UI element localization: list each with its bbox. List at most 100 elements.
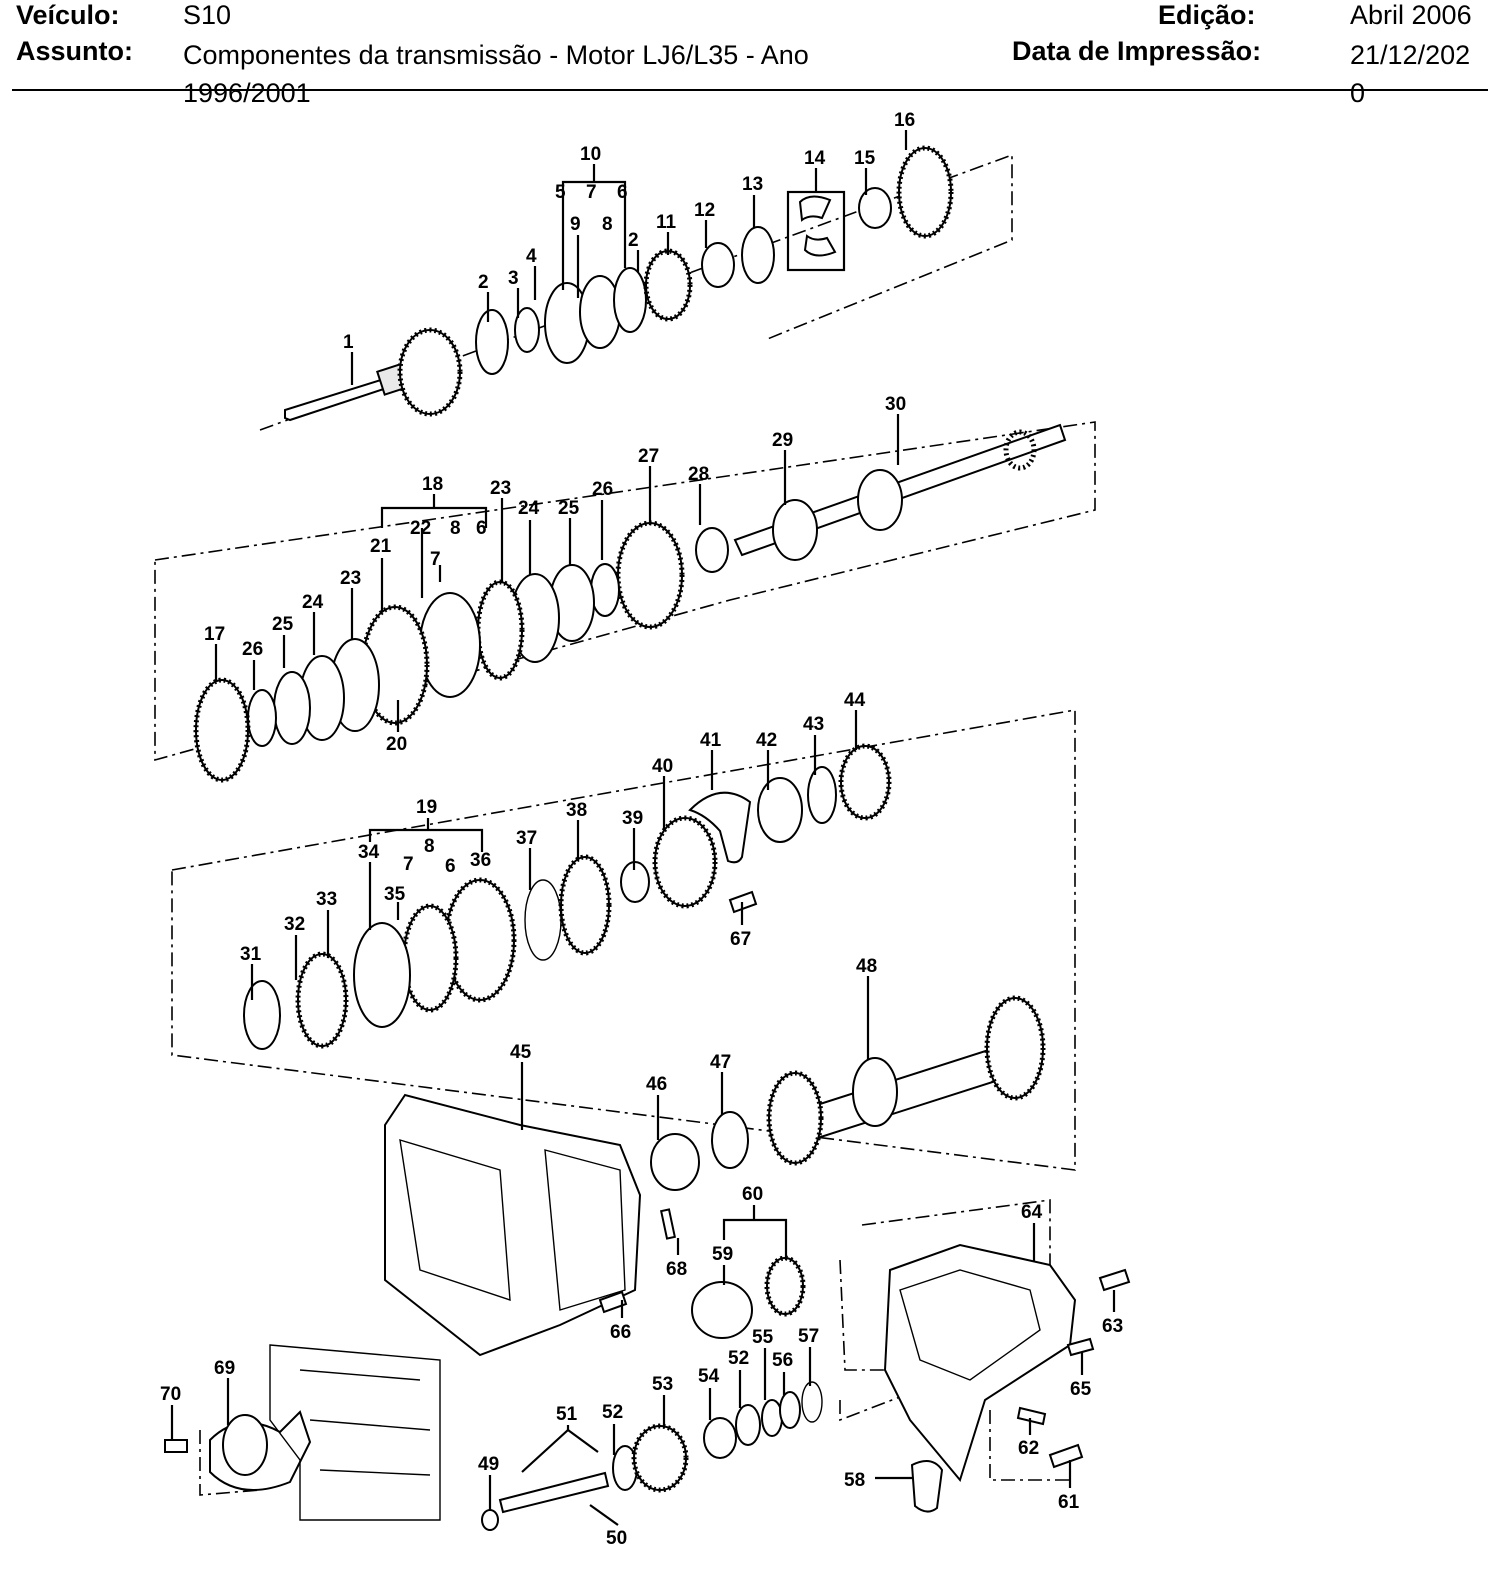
callout-4: 4 xyxy=(526,246,537,267)
callout-49: 49 xyxy=(478,1454,499,1475)
callout-22: 22 xyxy=(410,518,431,539)
leader-lines xyxy=(170,130,1116,1526)
callout-45: 45 xyxy=(510,1042,532,1063)
callout-60: 60 xyxy=(742,1184,763,1205)
callout-8c: 8 xyxy=(424,836,435,857)
callout-36: 36 xyxy=(470,850,491,871)
callout-9: 9 xyxy=(570,214,581,235)
callout-56: 56 xyxy=(772,1350,793,1371)
callout-48: 48 xyxy=(856,956,877,977)
callout-8b: 8 xyxy=(450,518,461,539)
callout-68: 68 xyxy=(666,1259,687,1280)
callout-57: 57 xyxy=(798,1326,819,1347)
edition-label: Edição: xyxy=(1158,0,1256,30)
callout-27: 27 xyxy=(638,446,659,467)
callout-52b: 52 xyxy=(728,1348,749,1369)
callout-66: 66 xyxy=(610,1322,631,1343)
callout-43: 43 xyxy=(803,714,824,735)
callout-12: 12 xyxy=(694,200,715,221)
callout-64: 64 xyxy=(1021,1202,1043,1223)
callout-5: 5 xyxy=(555,182,566,203)
transmission-exploded-diagram: 1 2 2 3 4 5 6 7 8 9 10 11 12 13 14 15 16… xyxy=(154,110,1131,1549)
callout-61: 61 xyxy=(1058,1492,1080,1513)
callout-6: 6 xyxy=(617,182,628,203)
callout-21: 21 xyxy=(370,536,392,557)
callout-55: 55 xyxy=(752,1327,774,1348)
callout-8: 8 xyxy=(602,214,613,235)
callout-16: 16 xyxy=(894,110,915,131)
callout-59: 59 xyxy=(712,1244,733,1265)
callout-7b: 7 xyxy=(430,549,441,570)
callout-29: 29 xyxy=(772,430,793,451)
callout-40: 40 xyxy=(652,756,673,777)
callout-30: 30 xyxy=(885,394,906,415)
callout-1: 1 xyxy=(343,332,354,353)
callout-46: 46 xyxy=(646,1074,667,1095)
callout-25b: 25 xyxy=(558,498,580,519)
callout-3: 3 xyxy=(508,268,519,289)
callout-39: 39 xyxy=(622,808,643,829)
callout-54: 54 xyxy=(698,1366,720,1387)
callout-63: 63 xyxy=(1102,1316,1123,1337)
document-header: Veículo: S10 Assunto: Componentes da tra… xyxy=(0,0,1500,108)
callout-35: 35 xyxy=(384,884,406,905)
callout-24b: 24 xyxy=(518,498,540,519)
print-date-value: 21/12/2020 xyxy=(1350,40,1471,108)
callout-65: 65 xyxy=(1070,1379,1092,1400)
callout-26: 26 xyxy=(242,639,263,660)
subject-value: Componentes da transmissão - Motor LJ6/L… xyxy=(183,40,809,108)
fifth-gear-group xyxy=(243,743,892,1050)
mainshaft-group xyxy=(193,423,1067,783)
callout-42: 42 xyxy=(756,730,777,751)
callout-69: 69 xyxy=(214,1358,235,1379)
callout-34: 34 xyxy=(358,842,380,863)
callout-11: 11 xyxy=(656,212,677,233)
callout-6c: 6 xyxy=(445,856,456,877)
callout-15: 15 xyxy=(854,148,876,169)
callout-51: 51 xyxy=(556,1404,578,1425)
callout-numbers: 1 2 2 3 4 5 6 7 8 9 10 11 12 13 14 15 16… xyxy=(160,110,1123,1549)
callout-25: 25 xyxy=(272,614,294,635)
callout-23: 23 xyxy=(340,568,361,589)
print-date-label: Data de Impressão: xyxy=(1012,36,1262,66)
callout-6b: 6 xyxy=(476,518,487,539)
callout-53: 53 xyxy=(652,1374,673,1395)
vehicle-value: S10 xyxy=(183,0,232,30)
edition-value: Abril 2006 xyxy=(1350,0,1472,30)
callout-62: 62 xyxy=(1018,1438,1039,1459)
callout-14: 14 xyxy=(804,148,826,169)
callout-38: 38 xyxy=(566,800,587,821)
callout-10: 10 xyxy=(580,144,601,165)
callout-7c: 7 xyxy=(403,854,414,875)
extension-housing-group xyxy=(164,1243,1131,1531)
callout-67: 67 xyxy=(730,929,751,950)
callout-50: 50 xyxy=(606,1528,627,1549)
header-divider xyxy=(12,89,1488,91)
callout-44: 44 xyxy=(844,690,866,711)
callout-17: 17 xyxy=(204,624,225,645)
callout-32: 32 xyxy=(284,914,305,935)
callout-24: 24 xyxy=(302,592,324,613)
callout-70: 70 xyxy=(160,1384,181,1405)
callout-20: 20 xyxy=(386,734,407,755)
callout-2: 2 xyxy=(478,272,489,293)
input-shaft-group xyxy=(284,145,954,422)
callout-33: 33 xyxy=(316,889,337,910)
callout-7: 7 xyxy=(586,182,597,203)
callout-31: 31 xyxy=(240,944,262,965)
callout-47: 47 xyxy=(710,1052,731,1073)
callout-13: 13 xyxy=(742,174,763,195)
callout-58: 58 xyxy=(844,1470,865,1491)
callout-23b: 23 xyxy=(490,478,511,499)
case-and-countershaft-group xyxy=(384,890,1046,1357)
subject-label: Assunto: xyxy=(16,36,133,66)
callout-26b: 26 xyxy=(592,479,613,500)
vehicle-label: Veículo: xyxy=(16,0,120,30)
callout-19: 19 xyxy=(416,797,437,818)
callout-37: 37 xyxy=(516,828,537,849)
callout-18: 18 xyxy=(422,474,443,495)
callout-52: 52 xyxy=(602,1402,623,1423)
callout-41: 41 xyxy=(700,730,722,751)
callout-2b: 2 xyxy=(628,230,639,251)
callout-28: 28 xyxy=(688,464,709,485)
